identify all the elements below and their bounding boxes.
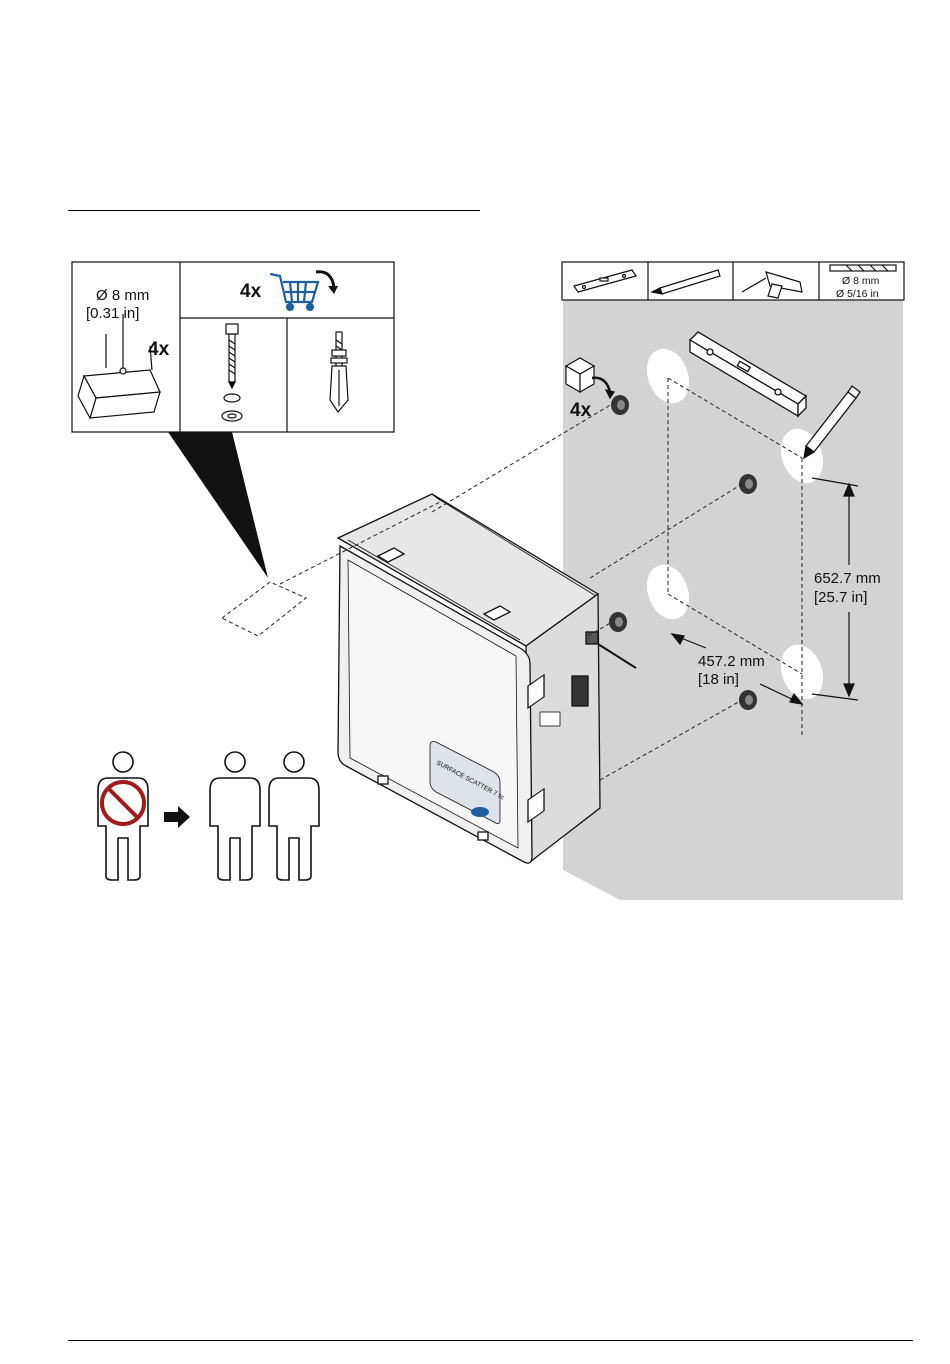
person-prohibited-icon bbox=[98, 752, 148, 880]
kit-detail-box: Ø 8 mm [0.31 in] 4x 4x bbox=[72, 262, 394, 432]
washer-icon bbox=[224, 394, 240, 402]
hole-diameter-mm: Ø 8 mm bbox=[96, 287, 149, 304]
tool-drill-bit-icon bbox=[830, 265, 896, 271]
person-icon bbox=[210, 752, 260, 880]
purchase-quantity: 4x bbox=[240, 281, 262, 302]
arrow-right-icon bbox=[164, 806, 190, 828]
drill-bit-size-in: Ø 5/16 in bbox=[836, 288, 879, 300]
callout-wedge bbox=[168, 432, 268, 578]
horizontal-spacing-in: [18 in] bbox=[698, 671, 739, 688]
person-icon bbox=[269, 752, 319, 880]
tool-strip: Ø 8 mm Ø 5/16 in bbox=[562, 262, 904, 300]
hole-quantity: 4x bbox=[148, 339, 170, 360]
vertical-spacing-in: [25.7 in] bbox=[814, 589, 867, 606]
spacer-icon bbox=[609, 612, 627, 632]
spacer-icon bbox=[611, 395, 629, 415]
drill-bit-size-mm: Ø 8 mm bbox=[842, 275, 880, 287]
brand-logo bbox=[471, 807, 489, 817]
horizontal-spacing-mm: 457.2 mm bbox=[698, 653, 765, 670]
hole-diameter-in: [0.31 in] bbox=[86, 305, 139, 322]
footer-rule bbox=[68, 1340, 913, 1341]
vertical-spacing-mm: 652.7 mm bbox=[814, 570, 881, 587]
people-rule bbox=[98, 752, 319, 880]
callout-target bbox=[222, 582, 306, 636]
